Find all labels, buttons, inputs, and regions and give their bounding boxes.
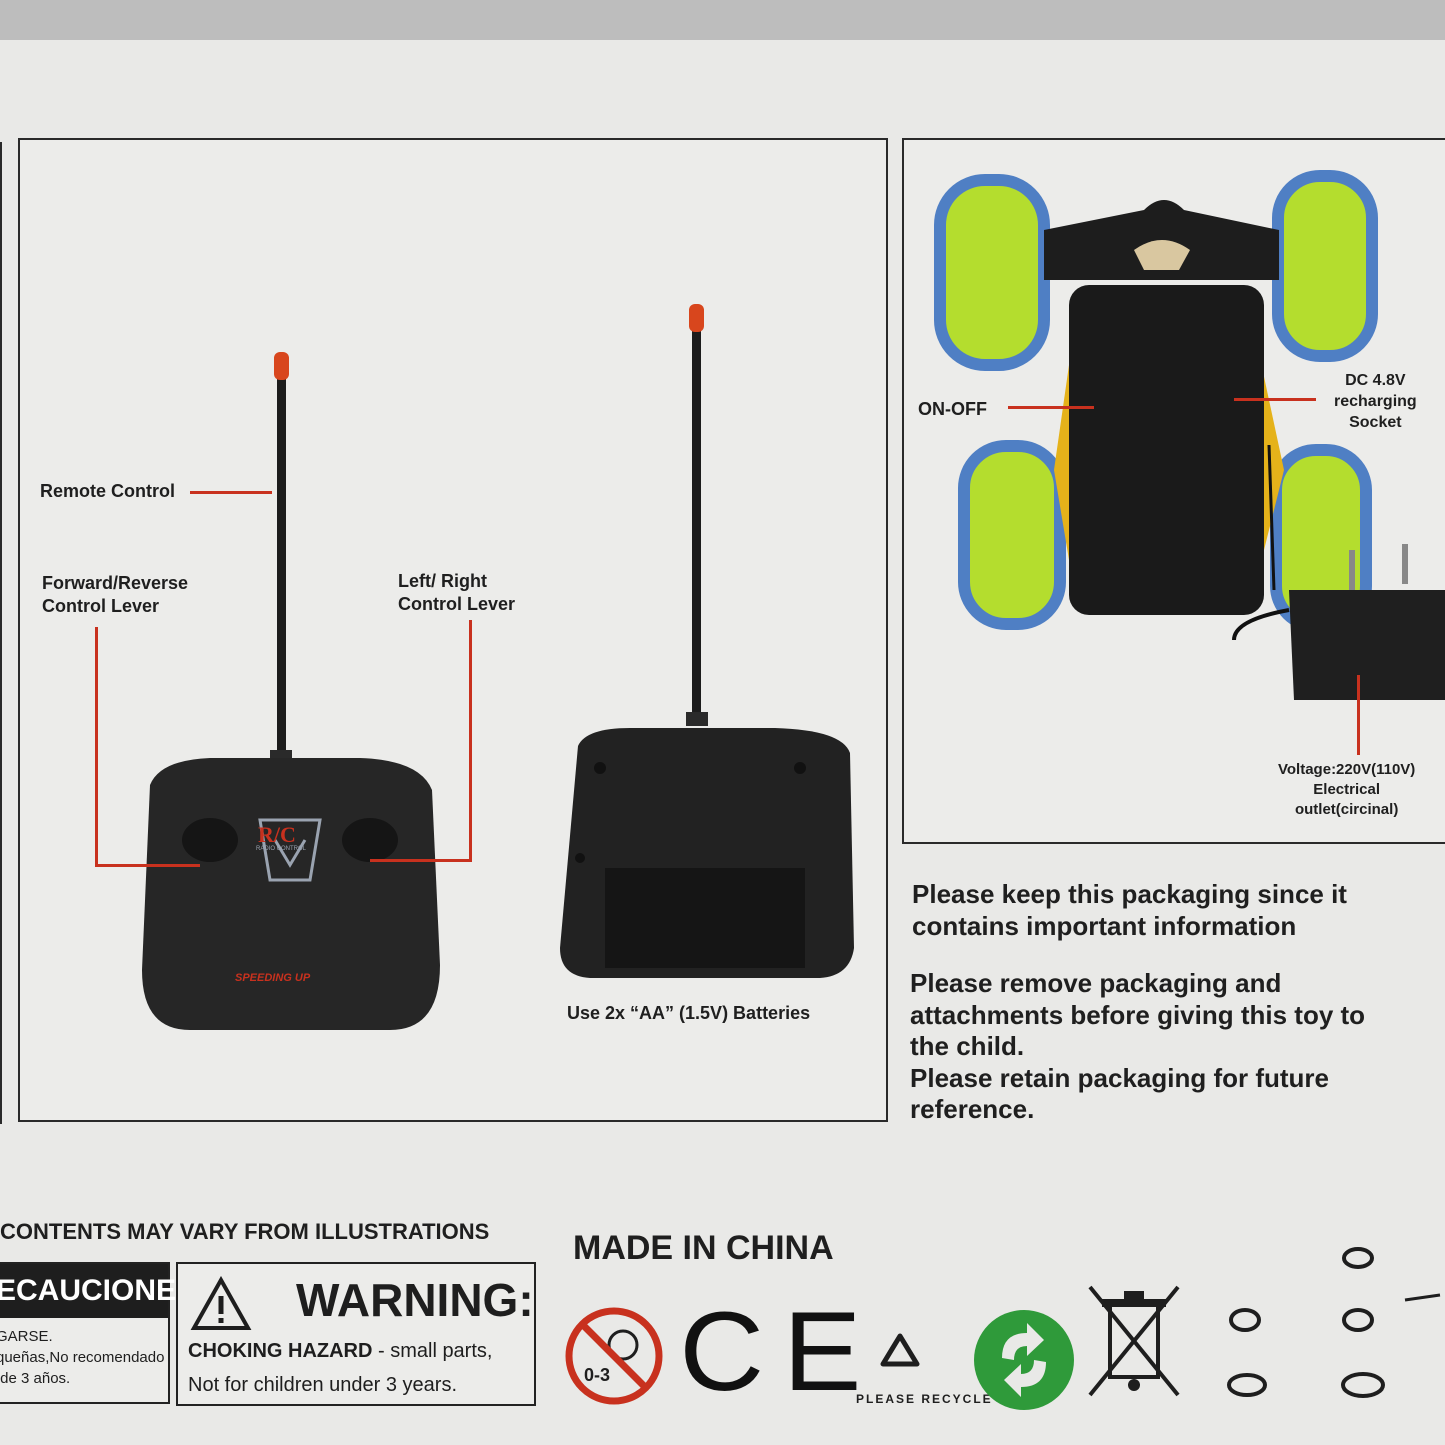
warning-triangle-icon — [190, 1276, 252, 1330]
warning-title: WARNING: — [296, 1274, 534, 1326]
voltage-label: Voltage:220V(110V) Electrical outlet(cir… — [1278, 761, 1416, 818]
green-dot-icon — [974, 1310, 1074, 1410]
remote-back-illustration — [560, 304, 854, 978]
on-off-label: ON-OFF — [918, 399, 987, 419]
left-right-pointer-v — [469, 620, 472, 862]
remove-packaging-notice: Please remove packaging and attachments … — [910, 968, 1366, 1124]
choking-hazard-rest: - small parts, — [372, 1340, 493, 1362]
remote-control-pointer — [190, 491, 272, 494]
car-panel: ON-OFF DC 4.8V recharging Socket Voltage… — [902, 138, 1445, 844]
precauciones-title: ECAUCIONES: — [0, 1264, 206, 1318]
voltage-pointer — [1357, 675, 1360, 755]
age-warning-line: Not for children under 3 years. — [188, 1374, 458, 1396]
left-right-label: Left/ Right Control Lever — [398, 571, 516, 614]
box-top-edge — [0, 0, 1445, 46]
age-restriction-icon — [565, 1307, 663, 1405]
choking-hazard-line: CHOKING HAZARD - small parts, — [188, 1340, 492, 1363]
please-recycle-icon — [880, 1333, 920, 1367]
made-in-china: MADE IN CHINA — [573, 1229, 834, 1267]
remote-badge: R/C — [258, 822, 296, 847]
keep-packaging-notice: Please keep this packaging since it cont… — [912, 879, 1347, 941]
left-right-pointer-h — [370, 859, 472, 862]
weee-bin-icon — [1088, 1285, 1180, 1397]
precauciones-text: GARSE. queñas,No recomendado de 3 años. — [0, 1328, 165, 1387]
socket-label: DC 4.8V recharging Socket — [1334, 372, 1417, 431]
assembly-shapes-icon — [1227, 1247, 1441, 1398]
left-edge-panel — [0, 142, 2, 1124]
forward-reverse-pointer-v — [95, 627, 98, 867]
socket-pointer — [1234, 398, 1316, 401]
ce-mark-icon: CE — [679, 1289, 881, 1414]
remote-front-illustration — [142, 352, 440, 1030]
choking-hazard-bold: CHOKING HAZARD — [188, 1340, 373, 1362]
charger-illustration — [1232, 544, 1445, 700]
remote-brand: SPEEDING UP — [235, 972, 311, 984]
battery-label: Use 2x “AA” (1.5V) Batteries — [567, 1003, 811, 1023]
remote-control-label: Remote Control — [40, 481, 175, 501]
forward-reverse-pointer-h — [95, 864, 200, 867]
on-off-pointer — [1008, 406, 1094, 409]
remote-panel: R/C RADIO CONTROL SPEEDING UP Remote Con… — [18, 138, 888, 1122]
stunt-car-illustration — [934, 170, 1378, 632]
forward-reverse-label: Forward/Reverse Control Lever — [42, 573, 189, 616]
precauciones-box: ECAUCIONES: GARSE. queñas,No recomendado… — [0, 1262, 206, 1404]
warning-box: WARNING: CHOKING HAZARD - small parts, N… — [176, 1262, 536, 1406]
remote-badge-sub: RADIO CONTROL — [256, 846, 307, 852]
please-recycle-text: PLEASE RECYCLE — [856, 1392, 993, 1406]
contents-vary-notice: CONTENTS MAY VARY FROM ILLUSTRATIONS — [0, 1219, 490, 1244]
age-icon-text: 0-3 — [584, 1365, 611, 1385]
